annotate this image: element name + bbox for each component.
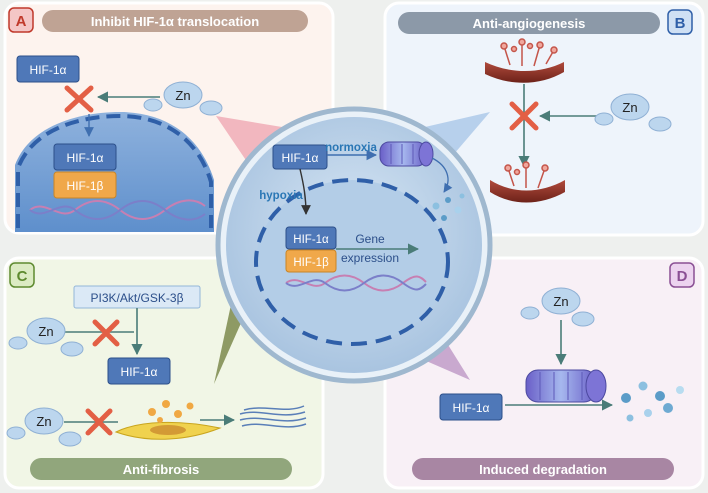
hif1a-box-c	[107, 357, 171, 385]
inhibit-x-icon	[509, 101, 539, 131]
zn-ion-small-c3	[6, 426, 26, 440]
title-bar-a	[42, 10, 308, 32]
panel-c-title: Anti-fibrosis	[123, 462, 200, 477]
hif1a-label-c: HIF-1α	[121, 365, 158, 379]
panel-b-letter: B	[675, 15, 686, 32]
hif1a-label-center: HIF-1α	[282, 151, 319, 165]
zn-label-d: Zn	[553, 294, 568, 309]
zn-label-c-top: Zn	[38, 324, 53, 339]
collagen-secretion-dots	[148, 400, 194, 423]
hif1a-cytoplasm-label: HIF-1α	[30, 63, 67, 77]
zn-ion-c-bottom	[24, 407, 64, 435]
hif1b-nucleus-box	[53, 171, 117, 199]
panel-a-title: Inhibit HIF-1α translocation	[91, 14, 259, 29]
panel-c-badge	[9, 262, 35, 288]
vessel-bottom	[490, 180, 565, 203]
dna-helix-a	[29, 199, 206, 221]
capillary-sprouts-top	[500, 38, 558, 67]
panel-a-badge	[8, 7, 34, 33]
panel-d-letter: D	[677, 268, 688, 285]
panel-d-title: Induced degradation	[479, 462, 607, 477]
proteasome-center	[379, 141, 434, 167]
hif1b-nucleus-label: HIF-1β	[67, 179, 104, 193]
zn-ion-small-c2	[60, 341, 84, 357]
panel-c-letter: C	[17, 268, 28, 285]
proteasome-d	[525, 369, 607, 403]
title-bar-b	[398, 12, 660, 34]
dna-helix-center	[285, 274, 427, 292]
capillary-sprouts-bottom	[504, 161, 549, 189]
zn-ion-small-b	[594, 112, 614, 126]
cell-nuclear-envelope	[254, 178, 450, 346]
hif1b-label-center-nucleus: HIF-1β	[293, 257, 329, 269]
hif1a-box-d	[439, 393, 503, 421]
zn-ion-a	[163, 81, 203, 109]
expression-label: expression	[341, 251, 399, 265]
zn-label-a: Zn	[175, 88, 190, 103]
zn-ion-small-c4	[58, 431, 82, 447]
zn-ion-small-b2	[648, 116, 672, 132]
hif1a-nucleus-box	[53, 143, 117, 171]
hif1a-nucleus-label: HIF-1α	[67, 151, 104, 165]
nuclear-envelope	[16, 113, 213, 228]
hif1a-label-d: HIF-1α	[453, 401, 490, 415]
zn-label-c-bottom: Zn	[36, 414, 51, 429]
hif1b-box-center-nucleus	[285, 249, 337, 273]
hypoxia-label: hypoxia	[259, 190, 303, 202]
zn-ion-small-d2	[571, 311, 595, 327]
hypoxia-arrow	[299, 168, 311, 215]
hif1a-label-center-nucleus: HIF-1α	[293, 234, 329, 246]
hif1a-cytoplasm-box	[16, 55, 80, 83]
zn-ion-small-a	[143, 98, 163, 112]
cell-nucleus	[256, 180, 448, 344]
vessel-top	[485, 62, 564, 83]
degradation-curve-center	[431, 157, 453, 193]
panel-a-letter: A	[16, 13, 27, 30]
fibroblast-nucleus	[150, 425, 186, 435]
collagen-fibers	[239, 405, 307, 428]
panel-b-badge	[667, 9, 693, 35]
zn-ion-small-c1	[8, 336, 28, 350]
zn-ion-c-top	[26, 317, 66, 345]
inhibit-x-icon	[64, 85, 94, 113]
pathway-label: PI3K/Akt/GSK-3β	[91, 291, 184, 305]
peptide-fragments-d	[621, 381, 684, 422]
hif1a-box-center-nucleus	[285, 226, 337, 250]
peptide-fragments-center	[432, 193, 465, 221]
title-bar-c	[30, 458, 292, 480]
panel-d-badge	[669, 262, 695, 288]
zn-ion-small-a2	[199, 100, 223, 116]
zn-ion-b	[610, 93, 650, 121]
zn-ion-d	[541, 287, 581, 315]
inhibit-x-icon	[92, 319, 120, 347]
title-bar-d	[412, 458, 674, 480]
inhibit-x-icon	[85, 408, 113, 436]
zn-ion-small-d1	[520, 306, 540, 320]
zn-label-b: Zn	[622, 100, 637, 115]
panel-b-title: Anti-angiogenesis	[473, 16, 586, 31]
normoxia-label: normoxia	[325, 142, 377, 154]
gene-label: Gene	[355, 232, 385, 246]
